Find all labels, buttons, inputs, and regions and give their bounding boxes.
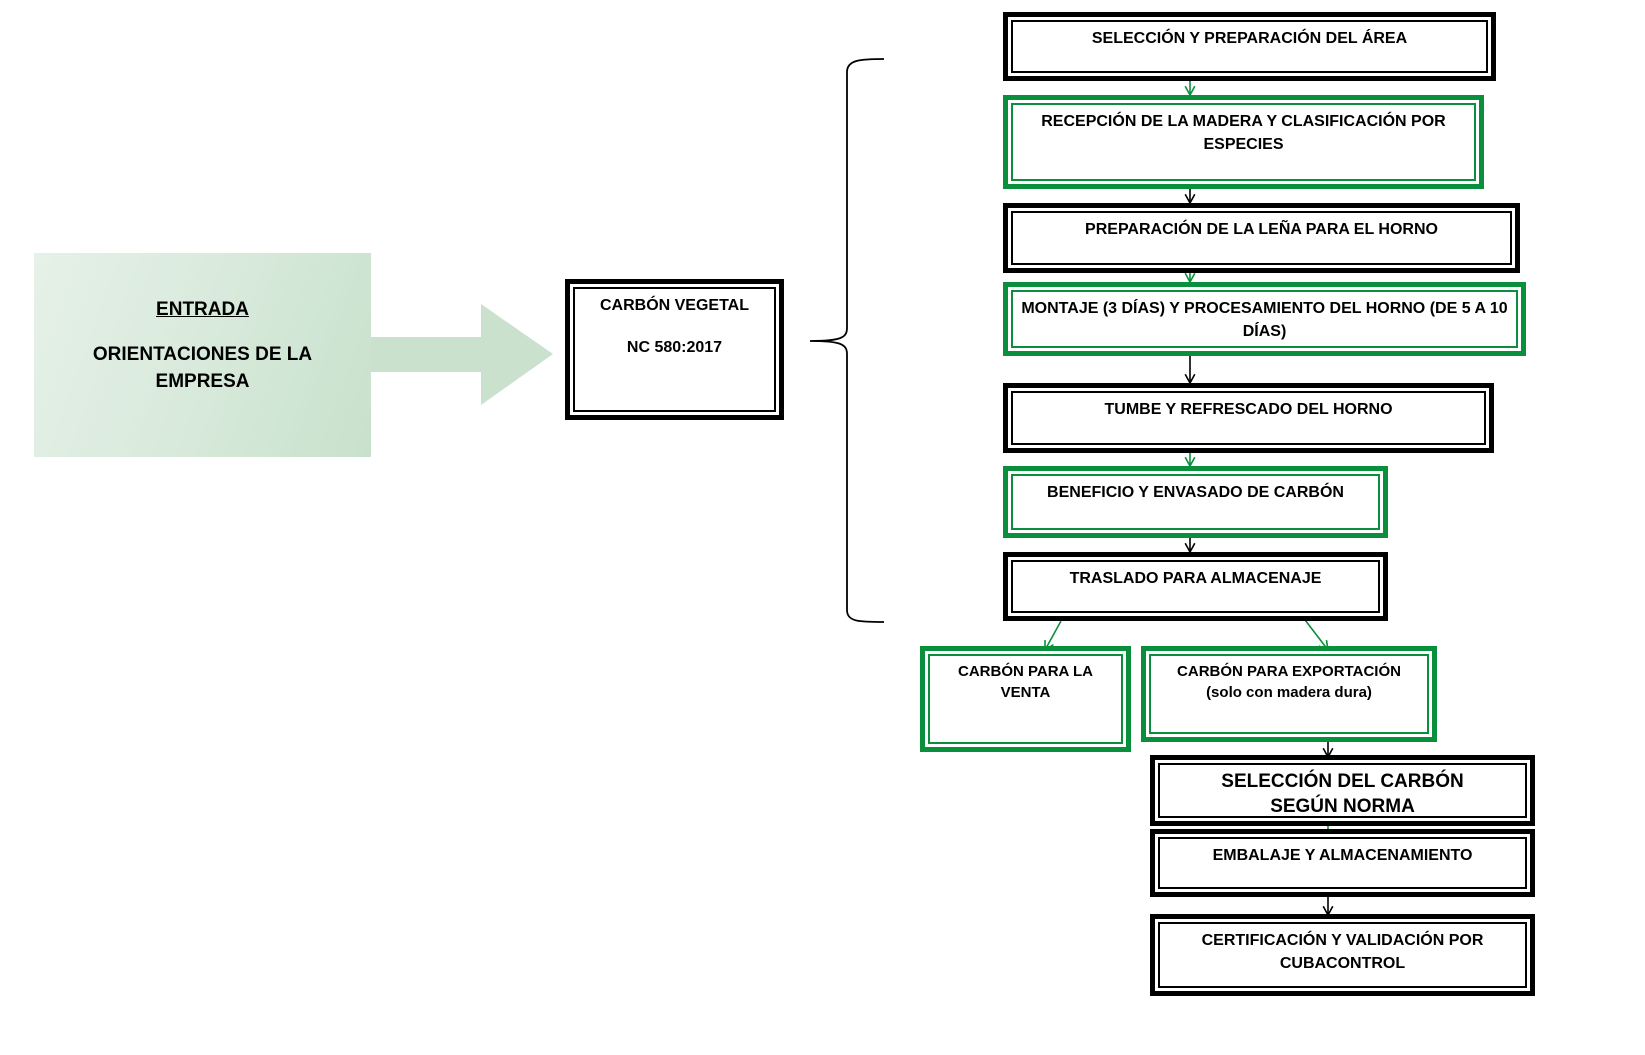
arrow-3 (1184, 272, 1196, 283)
step-label: EMBALAJE Y ALMACENAMIENTO (1158, 837, 1527, 889)
arrow-2 (1184, 189, 1196, 204)
step-label: PREPARACIÓN DE LA LEÑA PARA EL HORNO (1011, 211, 1512, 265)
arrow-5 (1184, 453, 1196, 467)
input-block: ENTRADA ORIENTACIONES DE LA EMPRESA (34, 253, 371, 457)
step-label: MONTAJE (3 DÍAS) Y PROCESAMIENTO DEL HOR… (1011, 290, 1518, 348)
step-label: TUMBE Y REFRESCADO DEL HORNO (1011, 391, 1486, 445)
arrow-6 (1184, 538, 1196, 553)
arrow-9 (1322, 897, 1334, 916)
arrow-1 (1184, 81, 1196, 96)
branch-label: CARBÓN PARA LA VENTA (958, 663, 1093, 701)
step-label: SELECCIÓN DEL CARBÓN SEGÚN NORMA (1158, 763, 1527, 818)
step-label: TRASLADO PARA ALMACENAJE (1011, 560, 1380, 613)
step-kiln-cooling: TUMBE Y REFRESCADO DEL HORNO (1003, 383, 1494, 453)
step-label: RECEPCIÓN DE LA MADERA Y CLASIFICACIÓN P… (1011, 103, 1476, 181)
step-norm-selection: SELECCIÓN DEL CARBÓN SEGÚN NORMA (1150, 755, 1535, 826)
step-firewood-prep: PREPARACIÓN DE LA LEÑA PARA EL HORNO (1003, 203, 1520, 273)
step-packing: BENEFICIO Y ENVASADO DE CARBÓN (1003, 466, 1388, 538)
arrow-4 (1184, 356, 1196, 384)
step-certification: CERTIFICACIÓN Y VALIDACIÓN POR CUBACONTR… (1150, 914, 1535, 996)
input-arrow (371, 304, 553, 405)
step-packaging-storage: EMBALAJE Y ALMACENAMIENTO (1150, 829, 1535, 897)
product-standard: NC 580:2017 (626, 339, 723, 356)
curly-brace (809, 58, 885, 623)
branch-export: CARBÓN PARA EXPORTACIÓN (solo con madera… (1141, 646, 1437, 742)
product-box: CARBÓN VEGETAL NC 580:2017 (565, 279, 784, 420)
step-storage-transfer: TRASLADO PARA ALMACENAJE (1003, 552, 1388, 621)
branch-note: (solo con madera dura) (1206, 684, 1372, 701)
step-area-selection: SELECCIÓN Y PREPARACIÓN DEL ÁREA (1003, 12, 1496, 81)
branch-sale: CARBÓN PARA LA VENTA (920, 646, 1131, 752)
step-label: BENEFICIO Y ENVASADO DE CARBÓN (1011, 474, 1380, 530)
arrow-to-export (1301, 615, 1329, 651)
step-kiln-assembly: MONTAJE (3 DÍAS) Y PROCESAMIENTO DEL HOR… (1003, 282, 1526, 356)
step-label: CERTIFICACIÓN Y VALIDACIÓN POR CUBACONTR… (1158, 922, 1527, 988)
input-text: ORIENTACIONES DE LA EMPRESA (92, 343, 313, 392)
step-wood-reception: RECEPCIÓN DE LA MADERA Y CLASIFICACIÓN P… (1003, 95, 1484, 189)
step-label: SELECCIÓN Y PREPARACIÓN DEL ÁREA (1011, 20, 1488, 73)
product-name: CARBÓN VEGETAL (599, 297, 750, 314)
input-title: ENTRADA (156, 298, 249, 320)
branch-label: CARBÓN PARA EXPORTACIÓN (1177, 663, 1401, 680)
